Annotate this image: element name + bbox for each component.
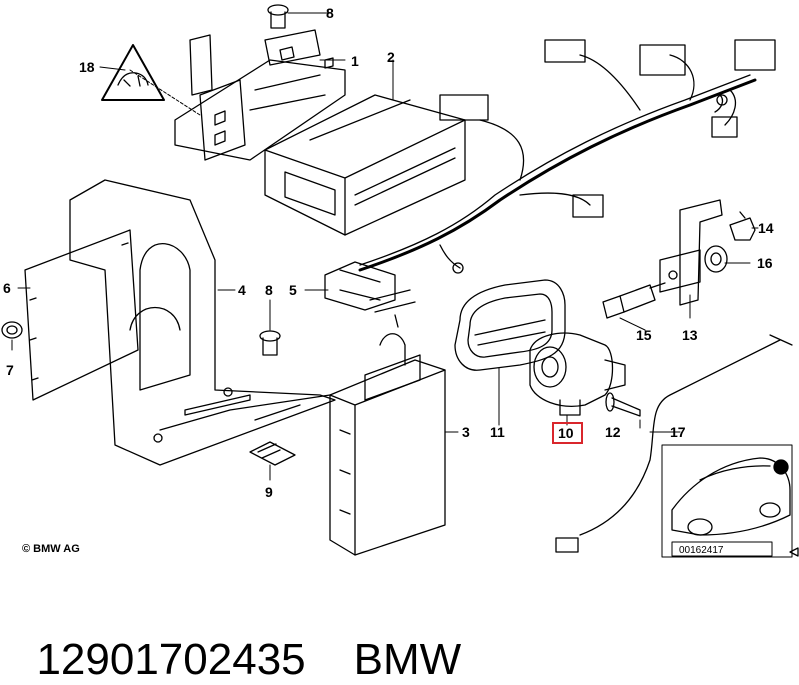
vehicle-inset (661, 444, 799, 558)
grommet (1, 321, 23, 339)
part-label-17: 17 (670, 424, 686, 440)
part-label-1: 1 (351, 53, 359, 69)
mounting-bracket (174, 29, 346, 161)
highlight-box (552, 422, 583, 444)
part-label-18: 18 (79, 59, 95, 75)
brand-name: BMW (353, 635, 462, 684)
copyright-notice: © BMW AG (22, 543, 80, 555)
screw-middle (259, 330, 281, 356)
parts-diagram: 8 1 18 2 6 4 8 5 7 3 11 10 12 17 9 14 16… (1, 4, 799, 558)
leader-lines (11, 12, 759, 481)
screw-top (267, 4, 289, 29)
inset-reference-number: 00162417 (679, 545, 724, 556)
part-label-9: 9 (265, 484, 273, 500)
temperature-sensor (602, 282, 666, 319)
part-label-13: 13 (682, 327, 698, 343)
sensor-housing (529, 332, 626, 416)
part-label-10: 10 (558, 425, 574, 441)
wiring-harness (358, 39, 776, 274)
part-label-2: 2 (387, 49, 395, 65)
control-unit-box (264, 94, 466, 236)
part-label-8-middle: 8 (265, 282, 273, 298)
clip-nut (249, 441, 296, 466)
control-module (329, 333, 446, 556)
part-label-15: 15 (636, 327, 652, 343)
part-label-5: 5 (289, 282, 297, 298)
connector (324, 261, 416, 328)
part-label-11: 11 (490, 424, 505, 440)
part-label-12: 12 (605, 424, 621, 440)
part-label-6: 6 (3, 280, 11, 296)
part-label-4: 4 (238, 282, 246, 298)
support-bracket (69, 179, 336, 466)
base-plate (24, 229, 139, 401)
warning-triangle-icon (101, 44, 165, 101)
part-label-3: 3 (462, 424, 470, 440)
antenna-cable (555, 334, 793, 553)
grommet-small (704, 245, 728, 273)
part-label-16: 16 (757, 255, 773, 271)
clip (729, 211, 756, 241)
gasket (454, 279, 566, 371)
small-bracket (659, 199, 723, 306)
part-number: 12901702435 (36, 635, 306, 684)
part-label-7: 7 (6, 362, 14, 378)
part-label-14: 14 (758, 220, 774, 236)
part-label-8-top: 8 (326, 5, 334, 21)
footer-caption: 12901702435 BMW (12, 585, 461, 685)
bolt (605, 392, 641, 417)
